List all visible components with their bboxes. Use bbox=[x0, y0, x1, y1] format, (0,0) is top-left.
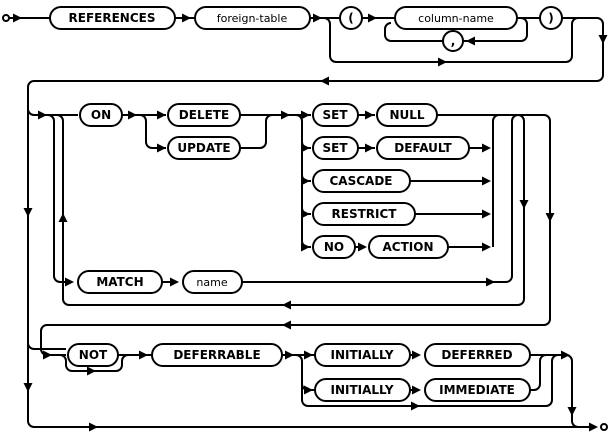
node-pill bbox=[312, 235, 356, 259]
node-label: , bbox=[451, 34, 456, 48]
node-delete: DELETE bbox=[167, 103, 241, 127]
node-comma: , bbox=[442, 30, 464, 52]
node-pill bbox=[182, 270, 243, 294]
node-set-default-set: SET bbox=[312, 136, 359, 160]
node-action: ACTION bbox=[368, 235, 449, 259]
node-label: INITIALLY bbox=[330, 383, 393, 397]
node-pill bbox=[314, 343, 411, 367]
node-deferrable: DEFERRABLE bbox=[151, 343, 283, 367]
node-pill bbox=[151, 343, 283, 367]
node-pill bbox=[314, 378, 411, 402]
end-terminal-icon bbox=[600, 423, 608, 431]
node-restrict: RESTRICT bbox=[312, 202, 416, 226]
node-pill bbox=[79, 103, 123, 127]
node-set-null-set: SET bbox=[312, 103, 359, 127]
node-label: RESTRICT bbox=[332, 207, 398, 221]
node-pill bbox=[312, 169, 411, 193]
node-pill bbox=[312, 136, 359, 160]
node-label: ) bbox=[548, 11, 553, 25]
start-terminal-icon bbox=[2, 14, 10, 22]
node-null: NULL bbox=[376, 103, 438, 127]
node-pill bbox=[167, 136, 241, 160]
node-label: NO bbox=[324, 240, 344, 254]
node-references: REFERENCES bbox=[49, 6, 176, 30]
node-pill bbox=[67, 343, 119, 367]
node-pill bbox=[167, 103, 241, 127]
flow-arrowheads bbox=[13, 13, 608, 432]
node-label: DEFERRED bbox=[441, 348, 512, 362]
node-label: SET bbox=[322, 141, 348, 155]
node-foreign-table: foreign-table bbox=[194, 6, 311, 30]
node-pill bbox=[368, 235, 449, 259]
node-circle bbox=[442, 30, 464, 52]
node-circle bbox=[539, 6, 563, 30]
node-label: name bbox=[196, 276, 227, 289]
node-deferred: DEFERRED bbox=[424, 343, 531, 367]
node-pill bbox=[194, 6, 311, 30]
node-label: DEFERRABLE bbox=[173, 348, 260, 362]
node-label: NOT bbox=[79, 348, 108, 362]
node-label: foreign-table bbox=[217, 12, 288, 25]
node-immediate: IMMEDIATE bbox=[424, 378, 531, 402]
node-pill bbox=[376, 136, 470, 160]
node-default: DEFAULT bbox=[376, 136, 470, 160]
node-label: SET bbox=[322, 108, 348, 122]
node-label: ON bbox=[91, 108, 111, 122]
node-label: MATCH bbox=[96, 275, 143, 289]
node-label: ( bbox=[348, 11, 353, 25]
node-label: INITIALLY bbox=[330, 348, 393, 362]
node-label: ACTION bbox=[383, 240, 434, 254]
node-pill bbox=[394, 6, 518, 30]
node-name: name bbox=[182, 270, 243, 294]
node-label: UPDATE bbox=[177, 141, 230, 155]
node-label: NULL bbox=[389, 108, 424, 122]
node-pill bbox=[77, 270, 163, 294]
node-pill bbox=[376, 103, 438, 127]
node-left-paren: ( bbox=[339, 6, 363, 30]
node-pill bbox=[312, 103, 359, 127]
node-no: NO bbox=[312, 235, 356, 259]
node-initially-deferred-initially: INITIALLY bbox=[314, 343, 411, 367]
node-label: DELETE bbox=[179, 108, 229, 122]
node-pill bbox=[49, 6, 176, 30]
node-label: REFERENCES bbox=[69, 11, 156, 25]
node-on: ON bbox=[79, 103, 123, 127]
node-circle bbox=[339, 6, 363, 30]
node-update: UPDATE bbox=[167, 136, 241, 160]
node-initially-immediate-initially: INITIALLY bbox=[314, 378, 411, 402]
node-pill bbox=[424, 343, 531, 367]
node-not: NOT bbox=[67, 343, 119, 367]
node-match: MATCH bbox=[77, 270, 163, 294]
node-pill bbox=[312, 202, 416, 226]
node-cascade: CASCADE bbox=[312, 169, 411, 193]
node-right-paren: ) bbox=[539, 6, 563, 30]
node-label: IMMEDIATE bbox=[439, 383, 515, 397]
node-label: CASCADE bbox=[330, 174, 393, 188]
node-column-name: column-name bbox=[394, 6, 518, 30]
node-pill bbox=[424, 378, 531, 402]
node-label: column-name bbox=[418, 12, 494, 25]
node-label: DEFAULT bbox=[394, 141, 452, 155]
